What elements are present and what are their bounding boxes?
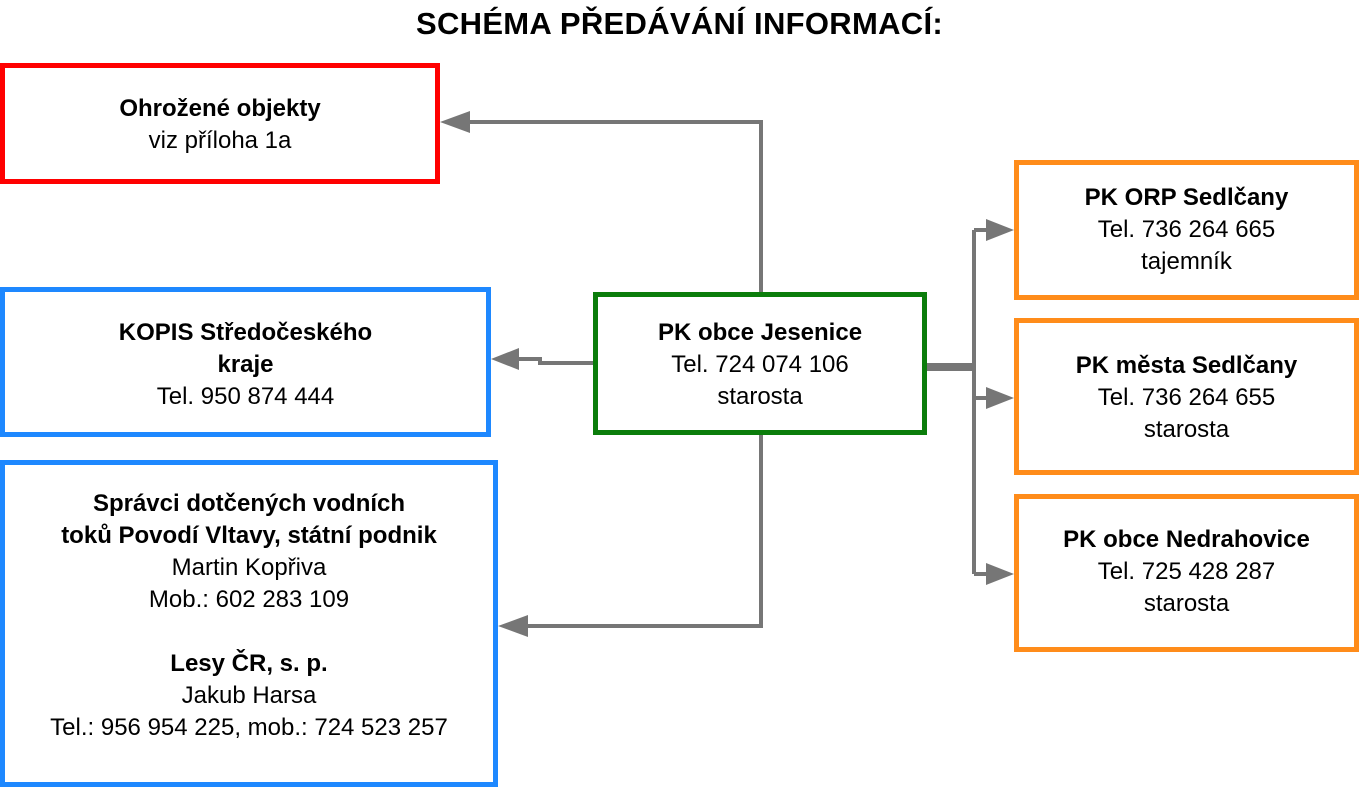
kopis-phone: Tel. 950 874 444 bbox=[156, 383, 335, 410]
center-role: starosta bbox=[717, 383, 803, 410]
arrowhead-threatened bbox=[440, 111, 470, 133]
orp-phone: Tel. 736 264 665 bbox=[1097, 216, 1276, 243]
water-contact-name: Martin Kopřiva bbox=[171, 554, 327, 581]
lesy-name: Lesy ČR, s. p. bbox=[170, 650, 328, 677]
arrowhead-kopis bbox=[491, 348, 519, 370]
orp-sedlcany-box: PK ORP Sedlčany Tel. 736 264 665 tajemní… bbox=[1014, 160, 1359, 300]
lesy-contact-phone: Tel.: 956 954 225, mob.: 724 523 257 bbox=[50, 714, 448, 741]
mesto-role: starosta bbox=[1143, 416, 1230, 443]
nedrahovice-phone: Tel. 725 428 287 bbox=[1097, 558, 1276, 585]
water-managers-name-line1: Správci dotčených vodních bbox=[92, 490, 406, 517]
threatened-objects-box: Ohrožené objekty viz příloha 1a bbox=[0, 63, 440, 184]
kopis-box: KOPIS Středočeského kraje Tel. 950 874 4… bbox=[0, 287, 491, 437]
lesy-contact-name: Jakub Harsa bbox=[181, 682, 317, 709]
arrowhead-mesto bbox=[986, 387, 1014, 409]
center-name: PK obce Jesenice bbox=[657, 319, 863, 346]
water-managers-name-line2: toků Povodí Vltavy, státní podnik bbox=[61, 522, 437, 549]
kopis-name-line1: KOPIS Středočeského bbox=[118, 319, 373, 346]
mesto-phone: Tel. 736 264 655 bbox=[1097, 384, 1276, 411]
kopis-name-line2: kraje bbox=[217, 351, 274, 378]
water-contact-phone: Mob.: 602 283 109 bbox=[148, 586, 350, 613]
threatened-objects-name: Ohrožené objekty bbox=[119, 95, 321, 122]
water-managers-box: Správci dotčených vodních toků Povodí Vl… bbox=[0, 460, 498, 787]
arrowhead-nedrahovice bbox=[986, 563, 1014, 585]
nedrahovice-name: PK obce Nedrahovice bbox=[1063, 526, 1310, 553]
nedrahovice-box: PK obce Nedrahovice Tel. 725 428 287 sta… bbox=[1014, 494, 1359, 652]
arrowhead-orp bbox=[986, 219, 1014, 241]
center-phone: Tel. 724 074 106 bbox=[671, 351, 849, 378]
mesto-sedlcany-box: PK města Sedlčany Tel. 736 264 655 staro… bbox=[1014, 318, 1359, 475]
diagram-title: SCHÉMA PŘEDÁVÁNÍ INFORMACÍ: bbox=[415, 6, 944, 41]
orp-name: PK ORP Sedlčany bbox=[1084, 184, 1289, 211]
orp-role: tajemník bbox=[1141, 248, 1232, 275]
arrowhead-water bbox=[498, 615, 528, 637]
connector-to-threatened bbox=[470, 120, 763, 292]
threatened-objects-note: viz příloha 1a bbox=[148, 127, 292, 154]
connector-to-water bbox=[527, 435, 763, 628]
mesto-name: PK města Sedlčany bbox=[1075, 352, 1298, 379]
center-box-jesenice: PK obce Jesenice Tel. 724 074 106 staros… bbox=[593, 292, 927, 435]
nedrahovice-role: starosta bbox=[1143, 590, 1230, 617]
connector-to-kopis bbox=[518, 357, 593, 365]
